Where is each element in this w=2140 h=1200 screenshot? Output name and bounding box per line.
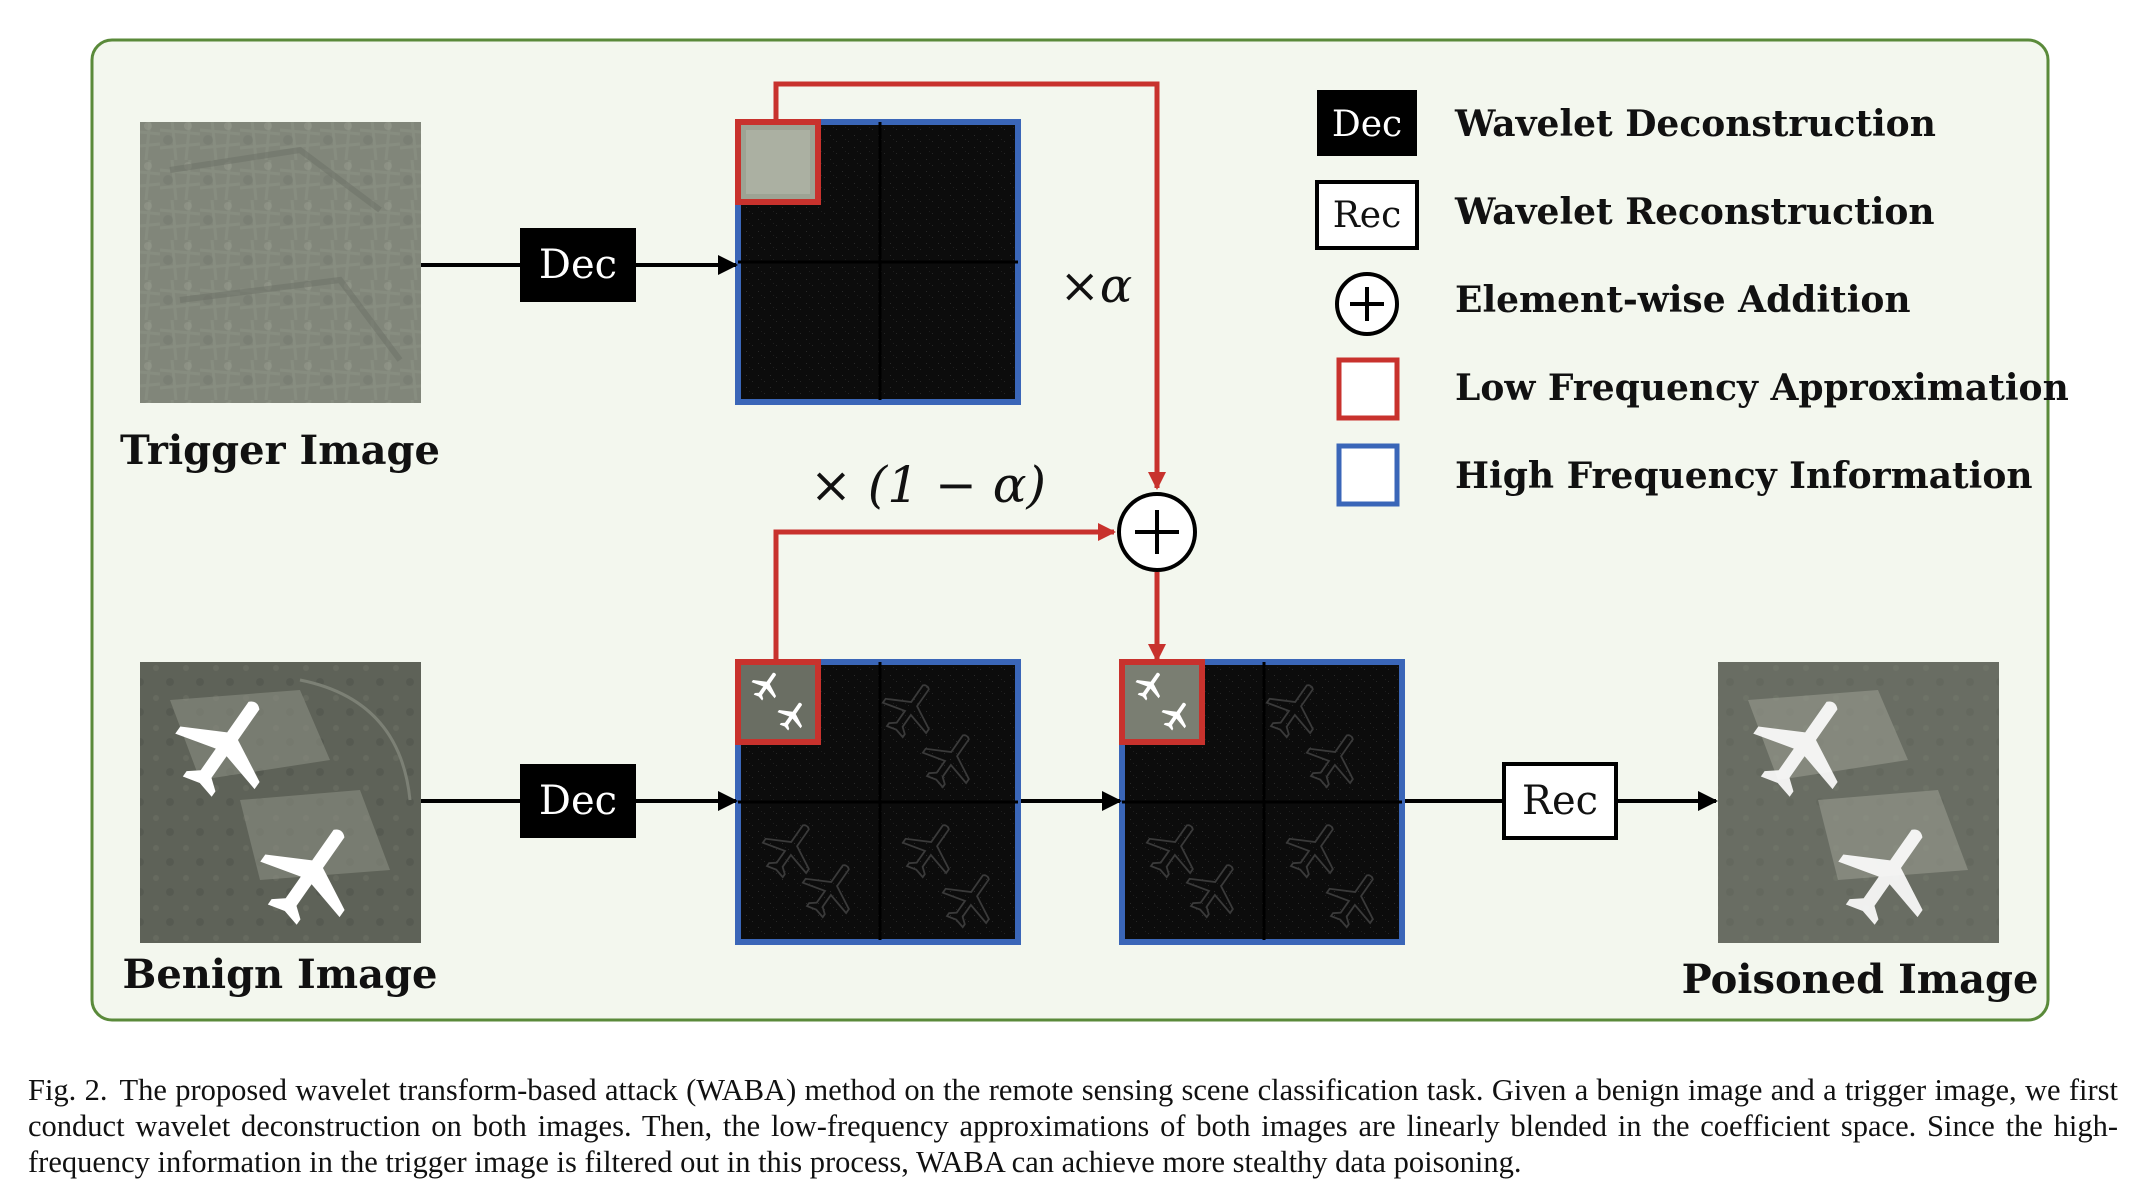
svg-text:Dec: Dec [539, 242, 617, 288]
blended-coefficient-map [1119, 659, 1405, 945]
legend-red-square-icon [1336, 357, 1400, 421]
trigger-image-label: Trigger Image [120, 427, 440, 474]
red-arrows [773, 81, 1166, 662]
legend-dec-label: Wavelet Deconstruction [1454, 103, 1936, 145]
legend-rec-symbol: Rec [1315, 180, 1419, 250]
benign-image-label: Benign Image [123, 951, 438, 998]
legend-addition-label: Element-wise Addition [1455, 279, 1911, 321]
poisoned-image-label: Poisoned Image [1682, 956, 2039, 1003]
trigger-image [140, 122, 421, 403]
legend: Dec Wavelet Deconstruction Rec Wavelet R… [1315, 90, 2069, 507]
rec-box: Rec [1502, 762, 1618, 840]
caption-text: The proposed wavelet transform-based att… [28, 1073, 2118, 1179]
dec-box-bottom: Dec [520, 764, 636, 838]
alpha-multiplier: ×α [1060, 258, 1133, 314]
legend-dec-symbol: Dec [1317, 90, 1417, 156]
addition-node [1117, 492, 1197, 572]
svg-text:Dec: Dec [1332, 104, 1402, 145]
legend-high-freq-label: High Frequency Information [1455, 455, 2033, 497]
benign-image [140, 662, 421, 943]
legend-plus-circle-icon [1335, 272, 1399, 336]
svg-text:Dec: Dec [539, 778, 617, 824]
poisoned-image [1718, 662, 1999, 943]
blended-low-freq-approx [1119, 659, 1205, 745]
black-arrows [421, 255, 1718, 811]
figure-number: Fig. 2. [28, 1073, 108, 1107]
svg-text:Rec: Rec [1522, 778, 1598, 824]
benign-coefficient-map [735, 659, 1021, 945]
legend-low-freq-label: Low Frequency Approximation [1455, 367, 2069, 409]
figure-caption: Fig. 2.The proposed wavelet transform-ba… [28, 1072, 2118, 1180]
dec-box-top: Dec [520, 228, 636, 302]
legend-rec-label: Wavelet Reconstruction [1454, 191, 1935, 233]
svg-text:Rec: Rec [1333, 195, 1402, 236]
waba-diagram: Trigger Image Benign Image Poisoned Imag… [90, 38, 2069, 1022]
one-minus-alpha-multiplier: × (1 − α) [810, 456, 1046, 514]
legend-blue-square-icon [1336, 443, 1400, 507]
trigger-coefficient-map [735, 119, 1021, 405]
benign-low-freq-approx [735, 659, 821, 745]
